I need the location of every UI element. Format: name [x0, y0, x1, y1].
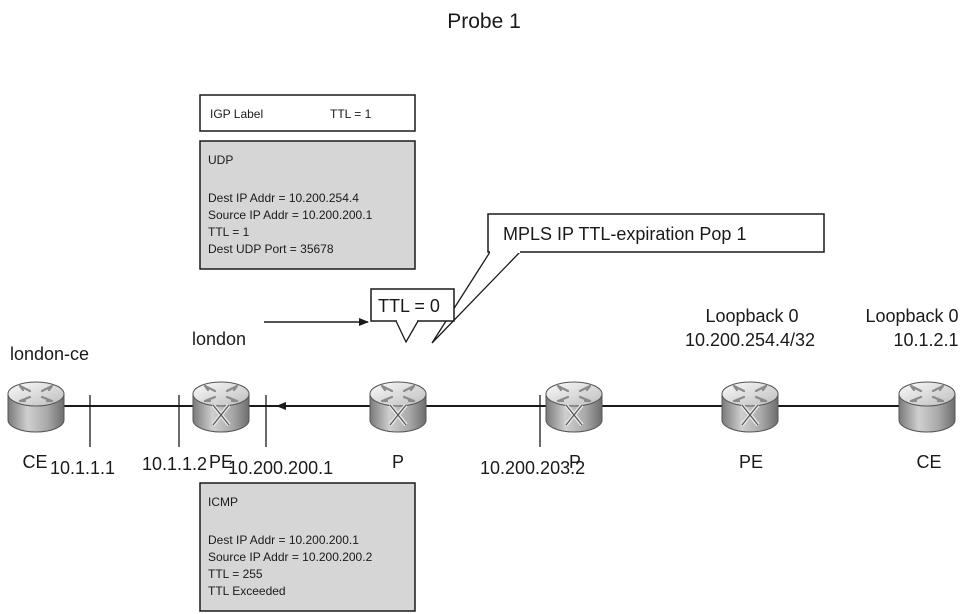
- icmp-line: Source IP Addr = 10.200.200.2: [208, 550, 373, 564]
- mpls-router-icon: [369, 381, 427, 433]
- mpls-router-icon: [192, 381, 250, 433]
- icmp-line: TTL = 255: [208, 567, 263, 581]
- loopback-label: Loopback 0: [865, 306, 958, 326]
- diagram-title: Probe 1: [447, 10, 521, 33]
- mpls-router-icon: [545, 381, 603, 433]
- router-name-london-ce: london-ce: [10, 344, 89, 364]
- router-role-pe: PE: [209, 452, 233, 472]
- icmp-header: ICMP: [208, 495, 238, 509]
- router-icon: [898, 381, 956, 433]
- loopback-address: 10.200.254.4/32: [685, 330, 815, 350]
- udp-packet-box: UDP Dest IP Addr = 10.200.254.4 Source I…: [199, 140, 416, 270]
- icmp-line: TTL Exceeded: [208, 584, 286, 598]
- udp-line: Source IP Addr = 10.200.200.1: [208, 208, 373, 222]
- mpls-callout: MPLS IP TTL-expiration Pop 1: [431, 213, 825, 344]
- udp-line: Dest UDP Port = 35678: [208, 242, 334, 256]
- router-role-p: P: [392, 452, 404, 472]
- router-name-london: london: [192, 329, 246, 349]
- loopback-label: Loopback 0: [705, 306, 798, 326]
- router-role-ce: CE: [916, 452, 941, 472]
- ttl-callout-text: TTL = 0: [378, 296, 440, 316]
- udp-line: Dest IP Addr = 10.200.254.4: [208, 191, 359, 205]
- igp-label-text: IGP Label: [210, 107, 263, 121]
- interface-address: 10.1.1.2: [142, 454, 207, 474]
- loopback-address: 10.1.2.1: [893, 330, 958, 350]
- mpls-router-icon: [721, 381, 779, 433]
- router-role-ce: CE: [22, 452, 47, 472]
- interface-address: 10.1.1.1: [50, 458, 115, 478]
- udp-line: TTL = 1: [208, 225, 250, 239]
- ttl-callout: TTL = 0: [370, 288, 455, 344]
- router-role-pe: PE: [739, 452, 763, 472]
- icmp-packet-box: ICMP Dest IP Addr = 10.200.200.1 Source …: [199, 482, 416, 612]
- mpls-callout-text: MPLS IP TTL-expiration Pop 1: [503, 224, 746, 244]
- interface-address: 10.200.200.1: [228, 458, 333, 478]
- igp-label-box: IGP Label TTL = 1: [199, 94, 416, 132]
- udp-header: UDP: [208, 153, 233, 167]
- router-icon: [7, 381, 65, 433]
- interface-address: 10.200.203.2: [480, 458, 585, 478]
- router-role-p: P: [569, 452, 581, 472]
- icmp-line: Dest IP Addr = 10.200.200.1: [208, 533, 359, 547]
- igp-label-ttl: TTL = 1: [330, 107, 372, 121]
